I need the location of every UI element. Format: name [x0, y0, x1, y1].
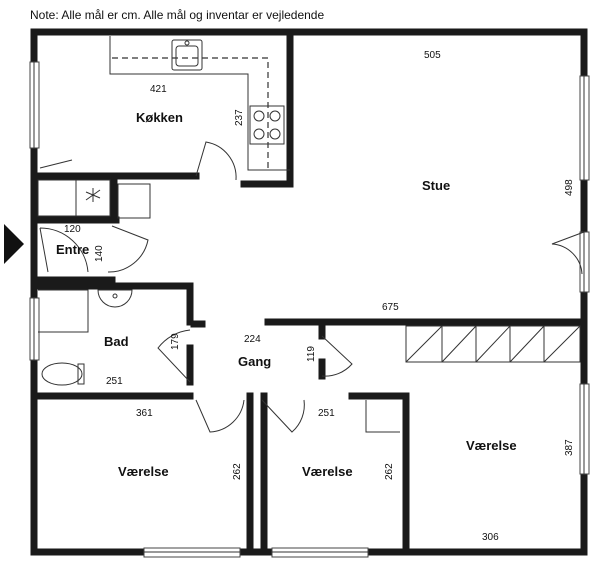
dim-hall-height: 119 — [306, 346, 317, 362]
door-bedroom3 — [321, 335, 353, 377]
doors — [39, 141, 585, 433]
kitchen-counter — [109, 36, 290, 171]
room-label-entrance: Entre — [56, 242, 89, 257]
room-label-bedroom1: Værelse — [118, 464, 169, 479]
dim-entrance-width: 120 — [64, 224, 81, 235]
dim-bedroom2-width: 251 — [318, 408, 335, 419]
room-label-bedroom3: Værelse — [466, 438, 517, 453]
stove-icon — [249, 105, 285, 145]
interior-walls — [30, 32, 588, 556]
room-label-bath: Bad — [104, 334, 129, 349]
dim-entrance-height: 140 — [94, 245, 105, 262]
washbasin-icon — [97, 289, 133, 308]
door-bath — [157, 329, 191, 383]
room-label-bedroom2: Værelse — [302, 464, 353, 479]
dim-kitchen-height: 237 — [234, 109, 245, 126]
dim-bath-height: 179 — [170, 333, 181, 350]
room-label-living: Stue — [422, 178, 450, 193]
dim-living-height: 498 — [564, 179, 575, 196]
wardrobe-row — [405, 325, 581, 363]
windows — [29, 61, 590, 558]
dim-kitchen-width: 421 — [150, 84, 167, 95]
dim-bedroom1-width: 361 — [136, 408, 153, 419]
dim-bath-width: 251 — [106, 376, 123, 387]
outer-walls — [30, 28, 588, 556]
entrance-arrow-icon — [4, 224, 24, 264]
bath-fixtures — [38, 289, 133, 386]
dim-living-width: 505 — [424, 50, 441, 61]
dim-hall-length: 675 — [382, 302, 399, 313]
toilet-icon — [41, 362, 85, 386]
room-label-hall: Gang — [238, 354, 271, 369]
sink-icon — [171, 39, 203, 71]
door-balcony — [551, 231, 585, 275]
room-label-kitchen: Køkken — [136, 110, 183, 125]
dim-bedroom3-height: 387 — [564, 439, 575, 456]
door-kitchen — [195, 141, 237, 181]
dim-hall-width: 224 — [244, 334, 261, 345]
fan-icon — [85, 188, 101, 202]
dim-bedroom2-height: 262 — [384, 463, 395, 480]
dim-bedroom1-height: 262 — [232, 463, 243, 480]
door-bedroom1 — [195, 399, 245, 433]
dim-bedroom3-width: 306 — [482, 532, 499, 543]
door-bedroom2 — [261, 399, 305, 433]
plan-note: Note: Alle mål er cm. Alle mål og invent… — [30, 8, 324, 22]
closet-unit — [37, 159, 151, 219]
door-entre — [107, 225, 149, 273]
